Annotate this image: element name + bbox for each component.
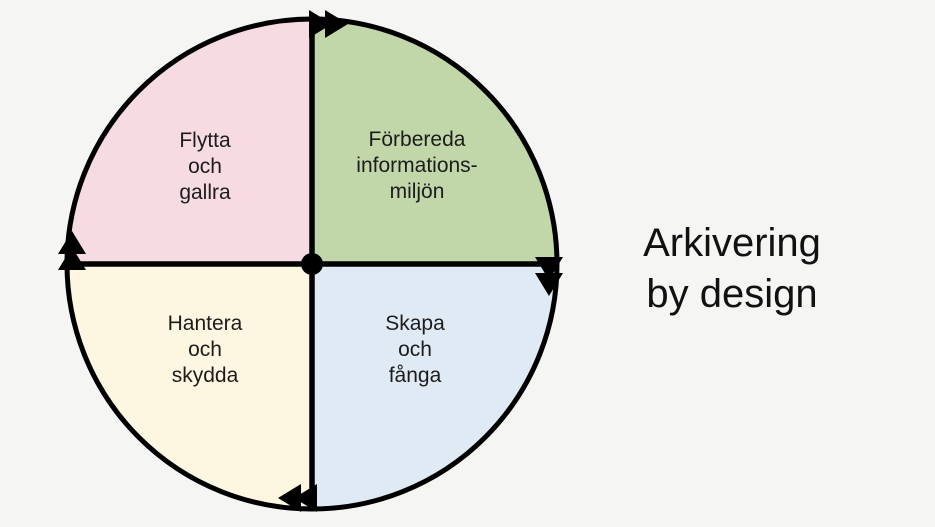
quadrant-shape-skapa-och-fanga	[312, 264, 557, 509]
quadrant-shape-flytta-och-gallra	[67, 19, 312, 264]
quadrant-shape-hantera-och-skydda	[67, 264, 312, 509]
chevron-left-icon	[278, 484, 317, 512]
chevron-down-icon	[535, 257, 563, 296]
quadrant-shape-forbereda-informationsmiljon	[312, 19, 557, 264]
chevron-up-icon	[58, 231, 86, 270]
chevron-right-icon	[309, 10, 348, 38]
diagram-title: Arkivering by design	[643, 221, 821, 316]
center-dot	[301, 253, 323, 275]
